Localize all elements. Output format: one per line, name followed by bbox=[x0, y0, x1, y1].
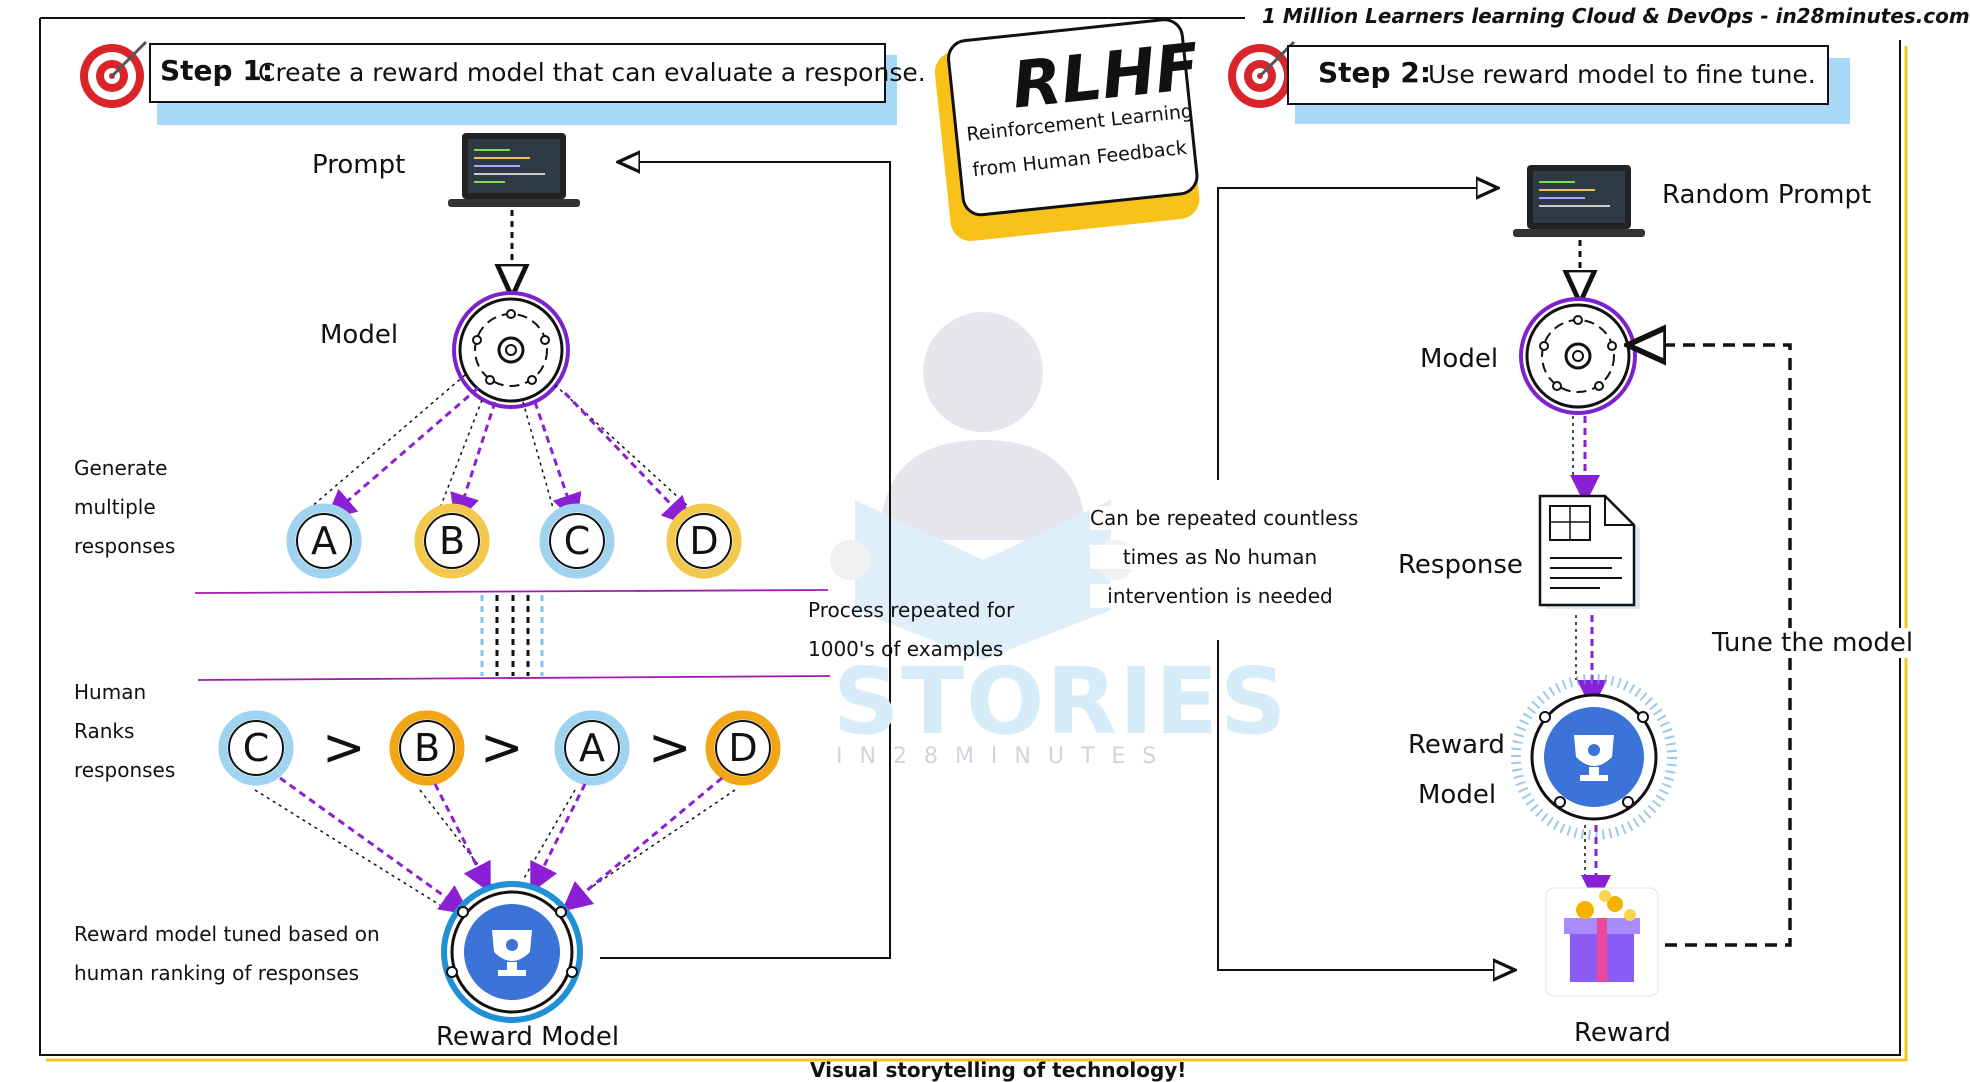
repeat-note-1: Process repeated for bbox=[808, 598, 1015, 622]
step2-repeat-note-3: intervention is needed bbox=[1090, 584, 1350, 608]
human-ranks-label-1: Human bbox=[74, 680, 147, 704]
tuned-note-2: human ranking of responses bbox=[74, 961, 360, 985]
generate-label-1: Generate bbox=[74, 456, 168, 480]
step2-repeat-note-1: Can be repeated countless bbox=[1090, 506, 1359, 530]
rank-1: C bbox=[242, 726, 270, 770]
generate-label-2: multiple bbox=[74, 495, 156, 519]
ranking-to-reward-arrows bbox=[254, 776, 736, 915]
laptop-icon-step1 bbox=[448, 133, 580, 207]
random-prompt-label: Random Prompt bbox=[1662, 180, 1872, 210]
reward-label: Reward bbox=[1574, 1018, 1671, 1048]
response-label: Response bbox=[1398, 550, 1523, 580]
step1-loop-arrow bbox=[600, 162, 891, 959]
ranking-circles bbox=[218, 710, 781, 786]
tune-model-label: Tune the model bbox=[1712, 628, 1914, 658]
bottom-tagline: Visual storytelling of technology! bbox=[810, 1058, 1187, 1082]
step2-description: Use reward model to fine tune. bbox=[1428, 60, 1816, 89]
brand-tagline: 1 Million Learners learning Cloud & DevO… bbox=[1262, 4, 1970, 28]
generate-label-3: responses bbox=[74, 534, 176, 558]
step1-description: Create a reward model that can evaluate … bbox=[258, 58, 926, 87]
laptop-icon-step2 bbox=[1513, 165, 1645, 237]
step2-label: Step 2: bbox=[1318, 56, 1432, 89]
repeat-note-2: 1000's of examples bbox=[808, 637, 1004, 661]
rank-3: A bbox=[579, 726, 605, 770]
rank-2: B bbox=[413, 726, 441, 770]
separator-bottom bbox=[197, 675, 831, 681]
human-ranks-label-2: Ranks bbox=[74, 719, 135, 743]
separator-top bbox=[194, 589, 829, 594]
rank-gt-2: > bbox=[480, 718, 524, 778]
model-label-step2: Model bbox=[1420, 344, 1499, 374]
response-d: D bbox=[689, 519, 719, 563]
diagram-canvas bbox=[39, 17, 1908, 1062]
step1-target-icon bbox=[80, 40, 148, 108]
response-b: B bbox=[438, 519, 466, 563]
reward-model-label-step1: Reward Model bbox=[436, 1022, 620, 1052]
reward-model-icon-step2 bbox=[1511, 674, 1677, 840]
response-c: C bbox=[563, 519, 591, 563]
rank-4: D bbox=[728, 726, 758, 770]
step2-target-icon bbox=[1228, 40, 1296, 108]
step2-loop-arrow bbox=[1217, 188, 1488, 480]
repeat-dashes bbox=[480, 595, 544, 676]
reward-model-label-step2-2: Model bbox=[1418, 780, 1497, 810]
step2-header-box bbox=[1287, 45, 1829, 105]
rlhf-badge bbox=[934, 18, 1200, 241]
tuned-note-1: Reward model tuned based on bbox=[74, 922, 380, 946]
reward-model-label-step2-1: Reward bbox=[1408, 730, 1505, 760]
reward-model-icon-step1 bbox=[441, 881, 583, 1023]
human-ranks-label-3: responses bbox=[74, 758, 176, 782]
model-icon-step1 bbox=[452, 291, 570, 409]
rank-gt-1: > bbox=[322, 718, 366, 778]
reward-gift-icon bbox=[1545, 887, 1659, 997]
watermark-graphic bbox=[830, 312, 1135, 660]
watermark-subtext: IN28MINUTES bbox=[836, 744, 1174, 769]
model-to-responses-arrows bbox=[309, 374, 693, 527]
step1-header-box bbox=[149, 43, 886, 103]
response-document-icon bbox=[1538, 494, 1640, 609]
rank-gt-3: > bbox=[648, 718, 692, 778]
step2-repeat-note-2: times as No human bbox=[1090, 545, 1350, 569]
response-a: A bbox=[311, 519, 337, 563]
model-icon-step2 bbox=[1519, 297, 1637, 415]
response-circles bbox=[286, 503, 742, 579]
prompt-label: Prompt bbox=[312, 150, 406, 180]
step1-label: Step 1: bbox=[160, 54, 274, 87]
model-label-step1: Model bbox=[320, 320, 399, 350]
watermark-text: STORIES bbox=[833, 648, 1289, 755]
